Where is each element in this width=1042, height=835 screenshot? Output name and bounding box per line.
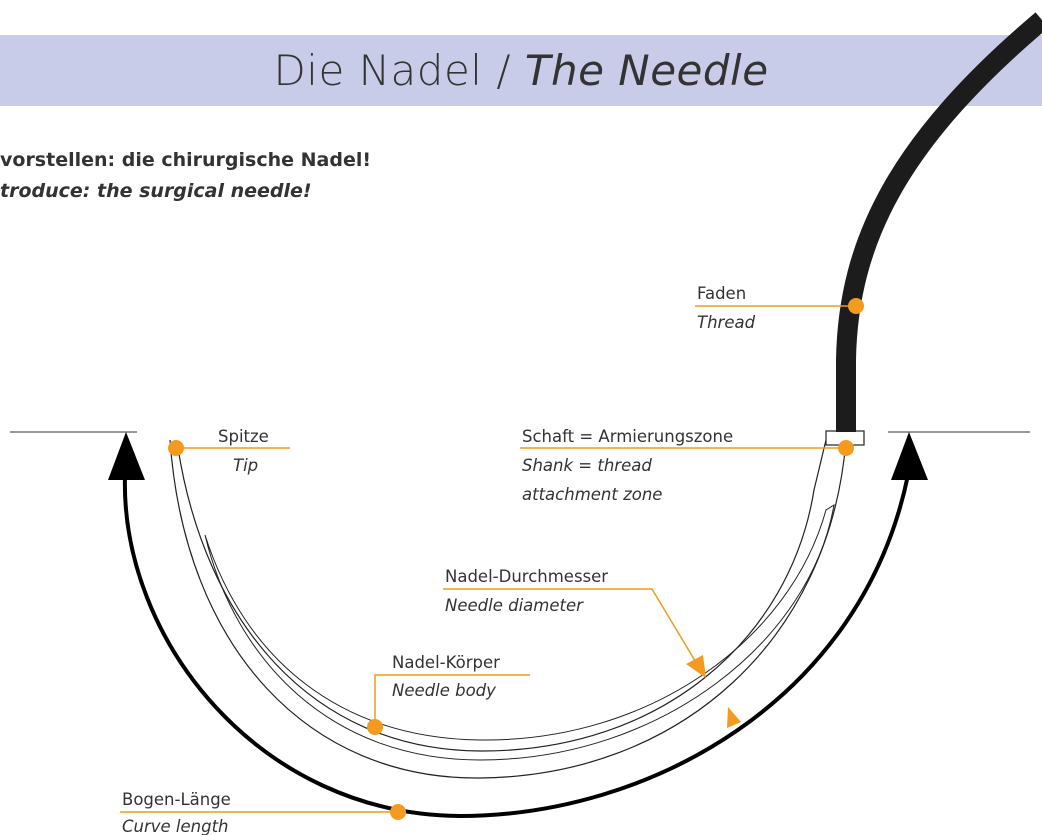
body-callout-line bbox=[374, 674, 530, 727]
intro-english: troduce: the surgical needle! bbox=[0, 180, 312, 202]
needle-outer-edge bbox=[169, 439, 847, 779]
shank-label-en-line2: attachment zone bbox=[522, 485, 662, 504]
diameter-arrowhead-inner bbox=[727, 707, 741, 728]
curve-length-label-en: Curve length bbox=[122, 817, 229, 835]
curve-length-arrowhead-right bbox=[891, 432, 928, 480]
curve-length-arrowhead-left bbox=[108, 432, 145, 480]
intro-german: vorstellen: die chirurgische Nadel! bbox=[0, 149, 372, 171]
diameter-label-en: Needle diameter bbox=[445, 596, 584, 615]
curve-length-arc bbox=[122, 474, 910, 819]
page-title: Die Nadel / The Needle bbox=[0, 35, 1042, 106]
thread-label-en: Thread bbox=[697, 313, 756, 332]
shank-label-de: Schaft = Armierungszone bbox=[522, 427, 733, 446]
diameter-callout-line bbox=[443, 588, 698, 665]
thread-label-de: Faden bbox=[697, 284, 746, 303]
diameter-arrowhead-outer bbox=[686, 655, 706, 678]
header-band bbox=[0, 35, 1042, 106]
curve-length-callout-dot bbox=[390, 804, 406, 820]
tip-label-en: Tip bbox=[233, 456, 258, 475]
thread bbox=[836, 12, 1042, 432]
body-label-en: Needle body bbox=[392, 681, 496, 700]
title-english: The Needle bbox=[524, 46, 769, 95]
tip-callout-dot bbox=[168, 440, 184, 456]
body-label-de: Nadel-Körper bbox=[392, 653, 500, 672]
needle-inner-edge bbox=[177, 439, 827, 752]
title-german: Die Nadel / bbox=[273, 46, 511, 95]
body-callout-dot bbox=[367, 719, 383, 735]
shank-label-en-line1: Shank = thread bbox=[522, 456, 652, 475]
thread-callout-dot bbox=[848, 298, 864, 314]
curve-length-label-de: Bogen-Länge bbox=[122, 790, 231, 809]
tip-label-de: Spitze bbox=[218, 427, 269, 446]
diameter-label-de: Nadel-Durchmesser bbox=[445, 567, 608, 586]
shank-callout-dot bbox=[838, 440, 854, 456]
